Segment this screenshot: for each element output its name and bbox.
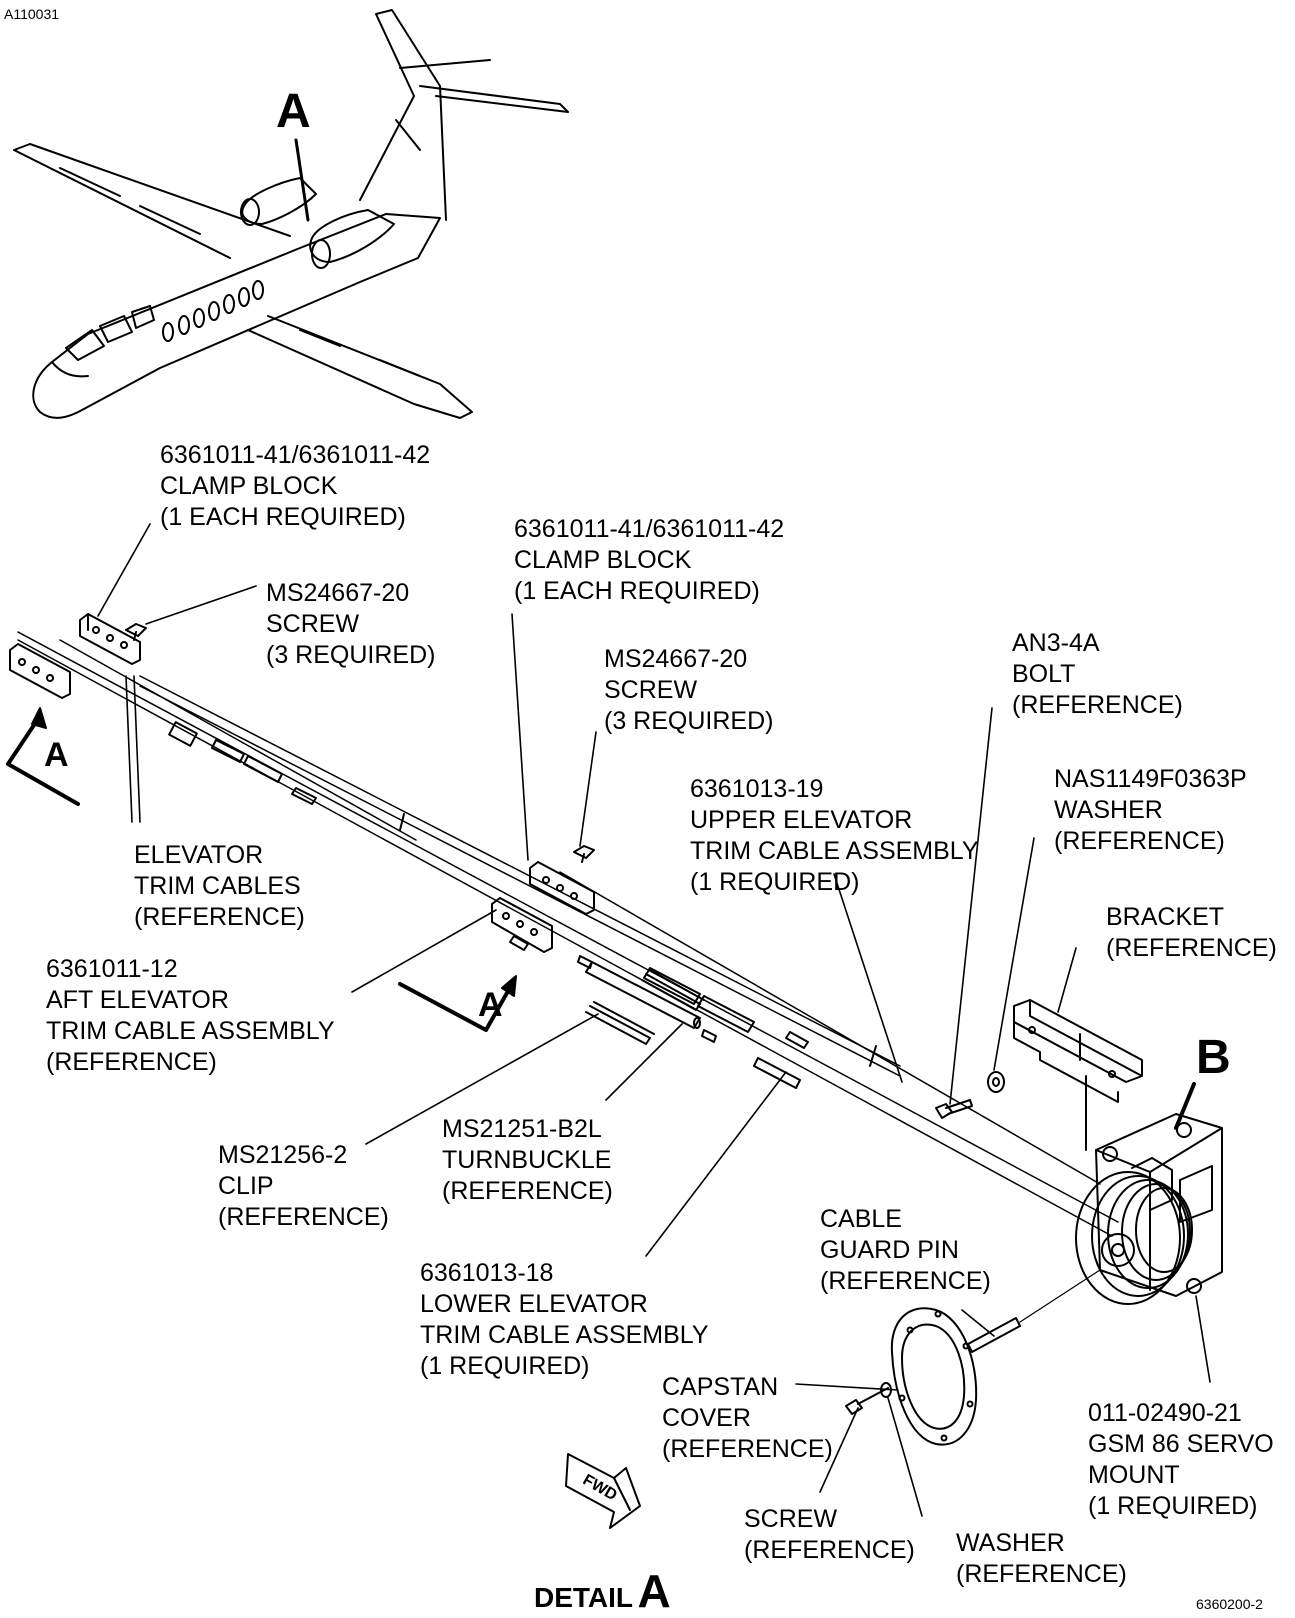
detail-title-letter: A	[637, 1565, 671, 1617]
section-arrow-lower	[398, 982, 514, 1032]
section-arrow-upper-left-head	[31, 707, 47, 729]
screw-ref-part	[845, 1387, 889, 1415]
clip-parts	[585, 969, 705, 1045]
cabin-windows	[162, 280, 264, 342]
section-arrow-lower-head	[501, 975, 517, 997]
lower-fittings	[509, 935, 801, 1089]
section-arrow-upper-left	[6, 714, 80, 806]
cable-runs	[17, 631, 1119, 1237]
leader-lines	[97, 523, 1211, 1517]
airplane-drawing	[13, 9, 569, 419]
label-screw-ref: SCREW(REFERENCE)	[744, 1505, 915, 1564]
washer-part	[987, 1071, 1005, 1093]
bracket-part	[1013, 999, 1143, 1151]
clamp-block-mid-upper	[529, 861, 595, 915]
figure-id: A110031	[4, 6, 60, 22]
label-bracket: BRACKET(REFERENCE)	[1106, 903, 1277, 962]
clamp-block-left-lower	[9, 643, 71, 699]
drawing-number: 6360200-2	[1196, 1596, 1263, 1612]
detail-b-letter: B	[1196, 1031, 1231, 1084]
airplane-ref-leader	[294, 138, 310, 222]
section-letter-lower: A	[478, 986, 503, 1024]
capstan-drum	[1075, 1171, 1193, 1305]
fwd-text: FWD	[580, 1471, 620, 1504]
cable-guard-pin-part	[967, 1269, 1101, 1353]
detail-title-prefix: DETAIL	[534, 1582, 634, 1613]
airplane-view-letter: A	[276, 85, 311, 138]
fwd-arrow	[565, 1453, 641, 1529]
label-washer-ref: WASHER(REFERENCE)	[956, 1529, 1127, 1588]
clamp-block-left-upper	[79, 613, 141, 665]
capstan-cover-part	[890, 1307, 978, 1446]
clamp-block-mid-lower	[491, 897, 553, 953]
detail-title: DETAIL A	[534, 1564, 671, 1618]
servo-mount-part	[1095, 1113, 1223, 1297]
detail-b-leader	[1174, 1082, 1196, 1130]
bolt-part	[935, 1099, 973, 1119]
screw-left	[125, 623, 147, 641]
screw-mid	[573, 845, 595, 863]
section-letter-upper: A	[44, 736, 69, 774]
